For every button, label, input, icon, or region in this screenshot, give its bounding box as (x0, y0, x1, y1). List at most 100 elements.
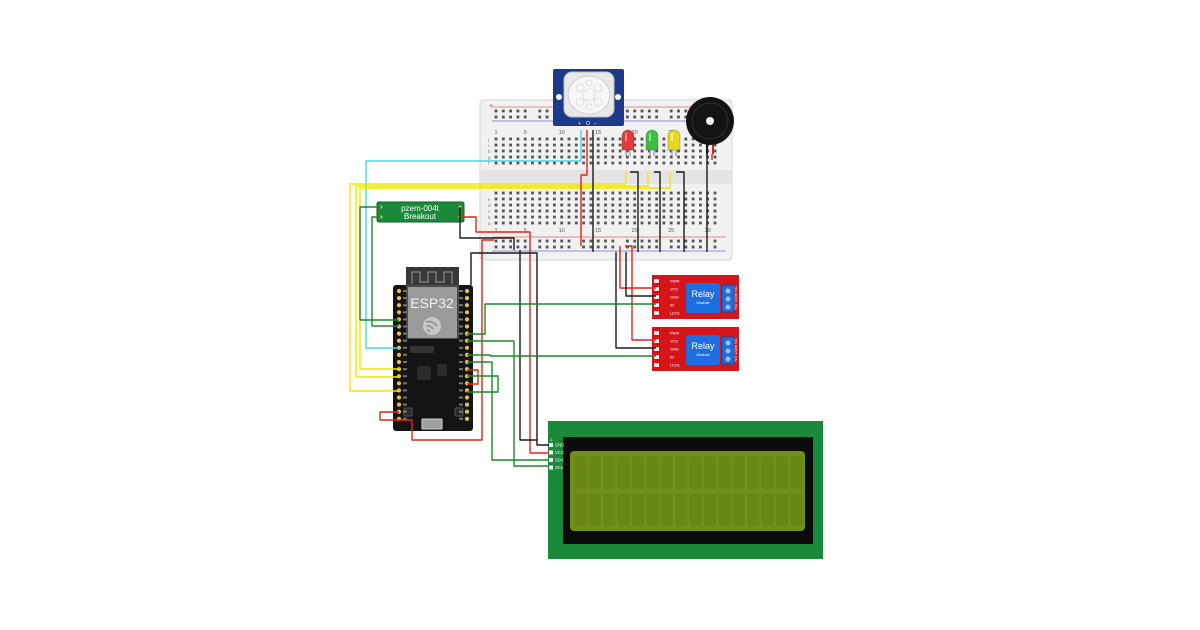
breadboard-hole (618, 191, 622, 195)
breadboard-hole (560, 209, 564, 213)
breadboard-hole (531, 137, 534, 141)
breadboard-hole (647, 155, 651, 159)
rail-hole (633, 245, 637, 249)
rail-hole (684, 109, 688, 113)
breadboard-hole (677, 203, 680, 207)
row-letter: d (488, 203, 491, 208)
breadboard-hole (633, 137, 637, 141)
esp32-pin-right (464, 345, 470, 350)
esp32-pin-label-mark (403, 361, 407, 363)
pzem-004t-breakout: pzem-004t Breakout (376, 201, 465, 223)
breadboard-hole (596, 203, 600, 207)
breadboard-hole (596, 197, 600, 201)
rail-hole (677, 239, 680, 243)
breadboard-hole (589, 143, 593, 147)
wire-esp-local-2 (467, 375, 499, 393)
esp32-pin-label-mark (459, 368, 463, 371)
breadboard-hole (626, 197, 629, 201)
breadboard-hole (545, 215, 549, 219)
breadboard-hole (553, 215, 556, 219)
lcd-character-grid (573, 455, 804, 527)
breadboard-hole (509, 191, 512, 195)
breadboard-hole (662, 161, 666, 165)
wire-lcd-sda (467, 361, 549, 461)
breadboard-hole (626, 161, 629, 165)
breadboard-hole (684, 203, 688, 207)
rail-hole (545, 245, 549, 249)
breadboard-hole (523, 137, 527, 141)
breadboard-hole (538, 191, 542, 195)
breadboard-hole (647, 215, 651, 219)
lcd-char-cell (717, 455, 732, 490)
esp32-pin-right (464, 303, 470, 308)
wire-pir-vcc (580, 130, 588, 246)
esp32-pin-label-mark (459, 375, 463, 378)
relay-pin (654, 339, 659, 343)
breadboard-hole (699, 155, 702, 159)
rail-hole (596, 245, 600, 249)
breadboard-hole (611, 149, 615, 153)
breadboard-hole (633, 209, 637, 213)
breadboard-hole (618, 221, 622, 225)
breadboard-hole (626, 209, 629, 213)
breadboard-hole (538, 221, 542, 225)
breadboard-hole (611, 155, 615, 159)
breadboard-hole (516, 221, 520, 225)
esp32-label: ESP32 (410, 295, 454, 311)
breadboard-hole (589, 215, 593, 219)
breadboard-hole (523, 221, 527, 225)
breadboard-hole (691, 203, 695, 207)
lcd-pin-label: SCL (555, 465, 564, 470)
led-body (645, 129, 659, 151)
esp32-pin-label-mark (403, 311, 407, 314)
breadboard-hole (538, 161, 542, 165)
breadboard-hole (611, 143, 615, 147)
breadboard-hole (669, 155, 673, 159)
lcd-char-cell (588, 455, 602, 490)
breadboard-hole (582, 209, 585, 213)
breadboard-hole (516, 143, 520, 147)
breadboard-hole (662, 155, 666, 159)
breadboard-hole (677, 149, 680, 153)
breadboard-hole (567, 191, 571, 195)
esp32-pin-label-mark (403, 353, 407, 356)
breadboard-hole (553, 221, 556, 225)
rail-hole (640, 109, 644, 113)
breadboard-hole (501, 161, 505, 165)
rail-hole (509, 245, 512, 249)
lcd-char-cell (631, 492, 645, 527)
esp32-pin-label-mark (459, 353, 463, 356)
wire-pir-signal (365, 130, 582, 349)
wire-relay1-gnd (625, 252, 656, 297)
rail-hole (516, 109, 520, 113)
breadboard-hole (618, 137, 622, 141)
wire-pzem-gnd (459, 207, 515, 250)
breadboard-hole (655, 221, 658, 225)
lcd-char-cell (645, 455, 660, 490)
breadboard-hole (538, 203, 542, 207)
rail-hole (501, 109, 505, 113)
esp32-pin-label-mark (459, 304, 463, 307)
lcd-char-cell (573, 455, 588, 490)
buzzer (686, 97, 734, 154)
breadboard-hole (626, 221, 629, 225)
breadboard-hole (647, 203, 651, 207)
breadboard-hole (677, 197, 680, 201)
breadboard-hole (662, 221, 666, 225)
relay-pin (654, 295, 659, 299)
esp32-pin-left (396, 381, 402, 386)
breadboard-hole (516, 191, 520, 195)
rail-hole (647, 245, 651, 249)
lcd-char-cell (703, 492, 717, 527)
rail-hole (501, 115, 505, 119)
espressif-logo-icon (423, 317, 441, 335)
breadboard-hole (560, 143, 564, 147)
led-yellow (667, 129, 681, 156)
esp32-pin-label-mark (403, 332, 407, 335)
breadboard-hole (662, 149, 666, 153)
breadboard-hole (596, 215, 600, 219)
rail-hole (501, 245, 505, 249)
rail-hole (647, 239, 651, 243)
breadboard-hole (509, 155, 512, 159)
